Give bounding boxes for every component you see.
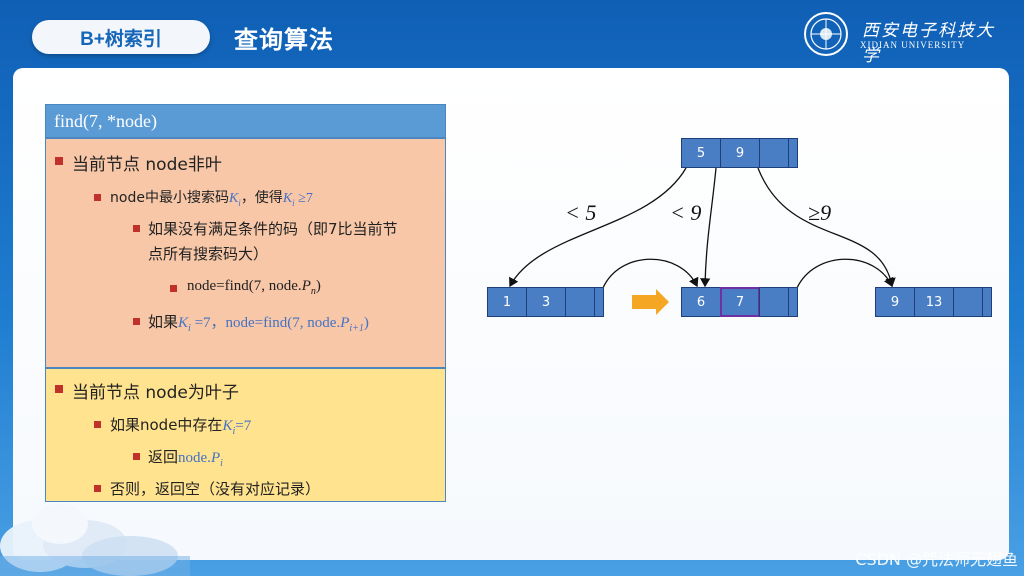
item-var: P xyxy=(210,450,221,466)
nonleaf-section xyxy=(45,138,446,368)
leaf2-pointer xyxy=(788,287,798,317)
section-tab[interactable]: B+树索引 xyxy=(32,20,210,54)
leaf1-pointer xyxy=(594,287,604,317)
item-var-sub: i+1 xyxy=(349,323,364,334)
root-key-1: 5 xyxy=(681,138,721,168)
bullet-icon xyxy=(133,225,140,232)
leaf3-key-1: 9 xyxy=(875,287,915,317)
item-text: =7 xyxy=(235,418,252,434)
item-text: node中最小搜索码 xyxy=(110,190,229,206)
leaf1-key-2: 3 xyxy=(526,287,566,317)
item-var-sub: i xyxy=(188,323,191,334)
watermark: CSDN @咒法师无翅鱼 xyxy=(855,550,1018,569)
item-var-sub: n xyxy=(310,286,316,297)
leaf3-key-empty xyxy=(953,287,983,317)
logo-text-en: XIDIAN UNIVERSITY xyxy=(860,40,966,50)
item-var: K xyxy=(228,191,239,206)
item-var-sub: i xyxy=(220,458,223,469)
section1-heading: 当前节点 node非叶 xyxy=(72,150,222,175)
section2-heading: 当前节点 node为叶子 xyxy=(72,378,239,403)
logo-text-cn: 西安电子科技大学 xyxy=(862,21,995,66)
section-tab-label: B+树索引 xyxy=(80,28,162,50)
arrow-leaf1-leaf2 xyxy=(602,258,699,289)
item-text: node=find(7, node. xyxy=(187,278,302,294)
item-text: ，使得 xyxy=(240,190,283,206)
item-var: K xyxy=(178,315,189,331)
section2-item2: 返回node.Pi xyxy=(148,446,223,469)
root-key-empty xyxy=(759,138,789,168)
leaf2-key-empty xyxy=(759,287,789,317)
item-cond: ≥7 xyxy=(294,191,313,206)
item-text: 如果node中存在 xyxy=(110,416,223,434)
leaf1-key-1: 1 xyxy=(487,287,527,317)
header: B+树索引 查询算法 西安电子科技大学 XIDIAN UNIVERSITY xyxy=(0,0,1024,68)
item-text: ) xyxy=(363,315,369,331)
section1-item4: 如果Ki =7，node=find(7, node.Pi+1) xyxy=(148,311,369,334)
item-text: ) xyxy=(315,278,321,294)
item-var-sub: i xyxy=(238,197,241,208)
item-var-sub: i xyxy=(292,197,295,208)
item-var: K xyxy=(222,418,233,434)
leaf3-key-2: 13 xyxy=(914,287,954,317)
bullet-icon xyxy=(55,385,63,393)
section2-item3: 否则，返回空（没有对应记录） xyxy=(110,480,321,498)
item-var: P xyxy=(340,315,350,331)
item-text: =7，node=find(7, node. xyxy=(190,315,341,331)
item-text: 返回 xyxy=(148,448,179,466)
bullet-icon xyxy=(170,285,177,292)
bullet-icon xyxy=(94,194,101,201)
bullet-icon xyxy=(94,485,101,492)
label-lt9: < 9 xyxy=(670,200,702,225)
bullet-icon xyxy=(133,453,140,460)
panel-title-text: find(7, *node) xyxy=(54,110,157,131)
leaf3-pointer xyxy=(982,287,992,317)
arrow-lt5 xyxy=(509,167,687,288)
section1-item1: node中最小搜索码Ki，使得Ki ≥7 xyxy=(110,187,313,208)
arrow-lt9 xyxy=(699,167,717,288)
section1-item3: node=find(7, node.Pn) xyxy=(187,278,321,297)
section1-heading-text: 当前节点 node非叶 xyxy=(72,155,222,175)
leaf-section xyxy=(45,368,446,502)
arrow-ge9 xyxy=(757,167,896,288)
item-var-sub: i xyxy=(232,426,236,437)
orange-arrow-icon xyxy=(632,289,669,315)
label-ge9: ≥9 xyxy=(808,200,832,225)
bullet-icon xyxy=(133,318,140,325)
label-lt5: < 5 xyxy=(565,200,597,225)
item-text: node. xyxy=(178,450,211,466)
panel-title: find(7, *node) xyxy=(45,104,446,138)
page-title: 查询算法 xyxy=(234,26,334,54)
cloud-decoration-icon xyxy=(0,504,190,576)
section1-item2-line1: 如果没有满足条件的码（即7比当前节 xyxy=(148,220,398,238)
bullet-icon xyxy=(55,157,63,165)
emblem-icon xyxy=(804,12,848,56)
section1-item2-line2: 点所有搜索码大） xyxy=(148,245,269,263)
root-key-2: 9 xyxy=(720,138,760,168)
section2-heading-text: 当前节点 node为叶子 xyxy=(72,383,239,403)
leaf1-key-empty xyxy=(565,287,595,317)
leaf2-key-1: 6 xyxy=(681,287,721,317)
bullet-icon xyxy=(94,421,101,428)
university-logo: 西安电子科技大学 XIDIAN UNIVERSITY xyxy=(802,10,1002,66)
section2-item1: 如果node中存在Ki=7 xyxy=(110,414,251,437)
root-pointer xyxy=(788,138,798,168)
item-var: P xyxy=(301,278,311,294)
arrow-leaf2-leaf3 xyxy=(796,258,894,289)
item-var: K xyxy=(282,191,293,206)
item-text: 如果 xyxy=(148,313,179,331)
leaf2-key-2-highlighted: 7 xyxy=(720,287,760,317)
